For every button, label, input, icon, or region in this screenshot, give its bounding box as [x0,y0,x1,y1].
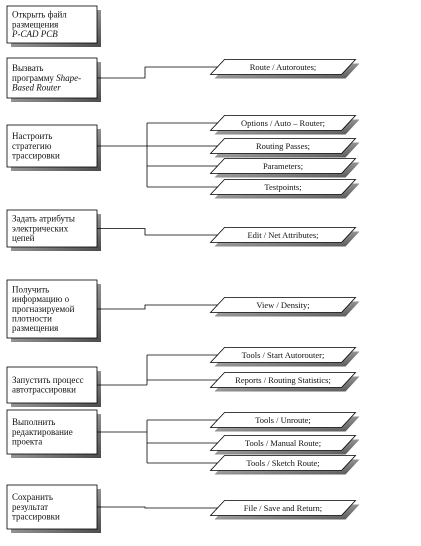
step-label-line: Получить [12,285,49,295]
command-label: Edit / Net Attributes; [247,230,318,240]
step-label-line: Based Router [12,82,61,92]
step-label-line: плотности [12,313,52,323]
step-label-line: трассировки [12,511,60,521]
command-parallelogram [209,372,357,388]
step-box [6,279,98,339]
command-item: Edit / Net Attributes; [209,227,360,247]
command-label: Tools / Unroute; [255,415,311,425]
command-label: File / Save and Return; [244,503,322,513]
step-label-line: размещения [12,19,58,29]
connector [97,122,218,188]
command-label: Tools / Sketch Route; [246,458,319,468]
step-label-line: трассировки [12,150,60,160]
step-label-line: электрических [12,223,69,233]
step-label-line: цепей [12,233,35,243]
command-item: Tools / Start Autorouter; [209,347,360,367]
command-parallelogram [209,455,357,471]
connector [97,66,218,79]
step-label-line: редактирование [12,427,73,437]
command-parallelogram [209,179,357,195]
step-box [6,484,98,530]
step-label-line: стратегию [12,141,52,151]
command-item: Reports / Routing Statistics; [209,372,360,392]
step-label-line: P-CAD PCB [11,29,58,39]
step-label-line: программу Shape- [12,73,81,83]
step-label-line: информацию о [12,294,70,304]
connector [97,419,218,464]
command-label: Tools / Start Autorouter; [242,350,325,360]
step-label-line: Настроить [12,131,52,141]
command-label: Options / Auto – Router; [241,118,325,128]
command-item: Testpoints; [209,179,360,199]
command-label: Reports / Routing Statistics; [235,375,331,385]
step-label-line: Сохранить [12,492,53,502]
connector [97,506,218,509]
step-label-line: Открыть файл [12,10,67,20]
command-label: Routing Passes; [256,141,310,151]
connector [97,304,218,310]
step-label-line: Запустить процесс [12,375,84,385]
step-label-line: проекта [12,436,42,446]
step-label-line: Задать атрибуты [12,214,75,224]
command-item: File / Save and Return; [209,500,360,520]
command-item: Parameters; [209,158,360,178]
connector [97,354,218,386]
step-box [6,409,98,455]
command-parallelogram [209,59,357,75]
step-box [6,124,98,168]
command-label: Testpoints; [264,182,301,192]
command-label: Route / Autoroutes; [250,62,317,72]
command-item: View / Density; [209,297,360,317]
step-label-line: Вызвать [12,63,44,73]
command-item: Tools / Sketch Route; [209,455,360,475]
command-parallelogram [209,347,357,363]
command-parallelogram [209,297,357,313]
step-label-line: результат [12,502,48,512]
command-parallelogram [209,158,357,174]
step-label-line: Выполнить [12,417,55,427]
step-box [6,5,98,44]
command-item: Route / Autoroutes; [209,59,360,79]
connector [97,228,218,236]
step-label-line: прогназируемой [12,304,75,314]
step-label-line: размещения [12,323,58,333]
command-label: Tools / Manual Route; [245,438,321,448]
command-item: Tools / Unroute; [209,412,360,432]
step-box [6,366,98,404]
command-parallelogram [209,412,357,428]
command-item: Routing Passes; [209,138,360,158]
command-parallelogram [209,115,357,131]
command-label: View / Density; [256,300,309,310]
command-label: Parameters; [263,161,303,171]
command-item: Options / Auto – Router; [209,115,360,135]
command-item: Tools / Manual Route; [209,435,360,455]
command-parallelogram [209,138,357,154]
command-parallelogram [209,227,357,243]
command-parallelogram [209,500,357,516]
step-label-line: автотрассировки [12,385,76,395]
command-parallelogram [209,435,357,451]
